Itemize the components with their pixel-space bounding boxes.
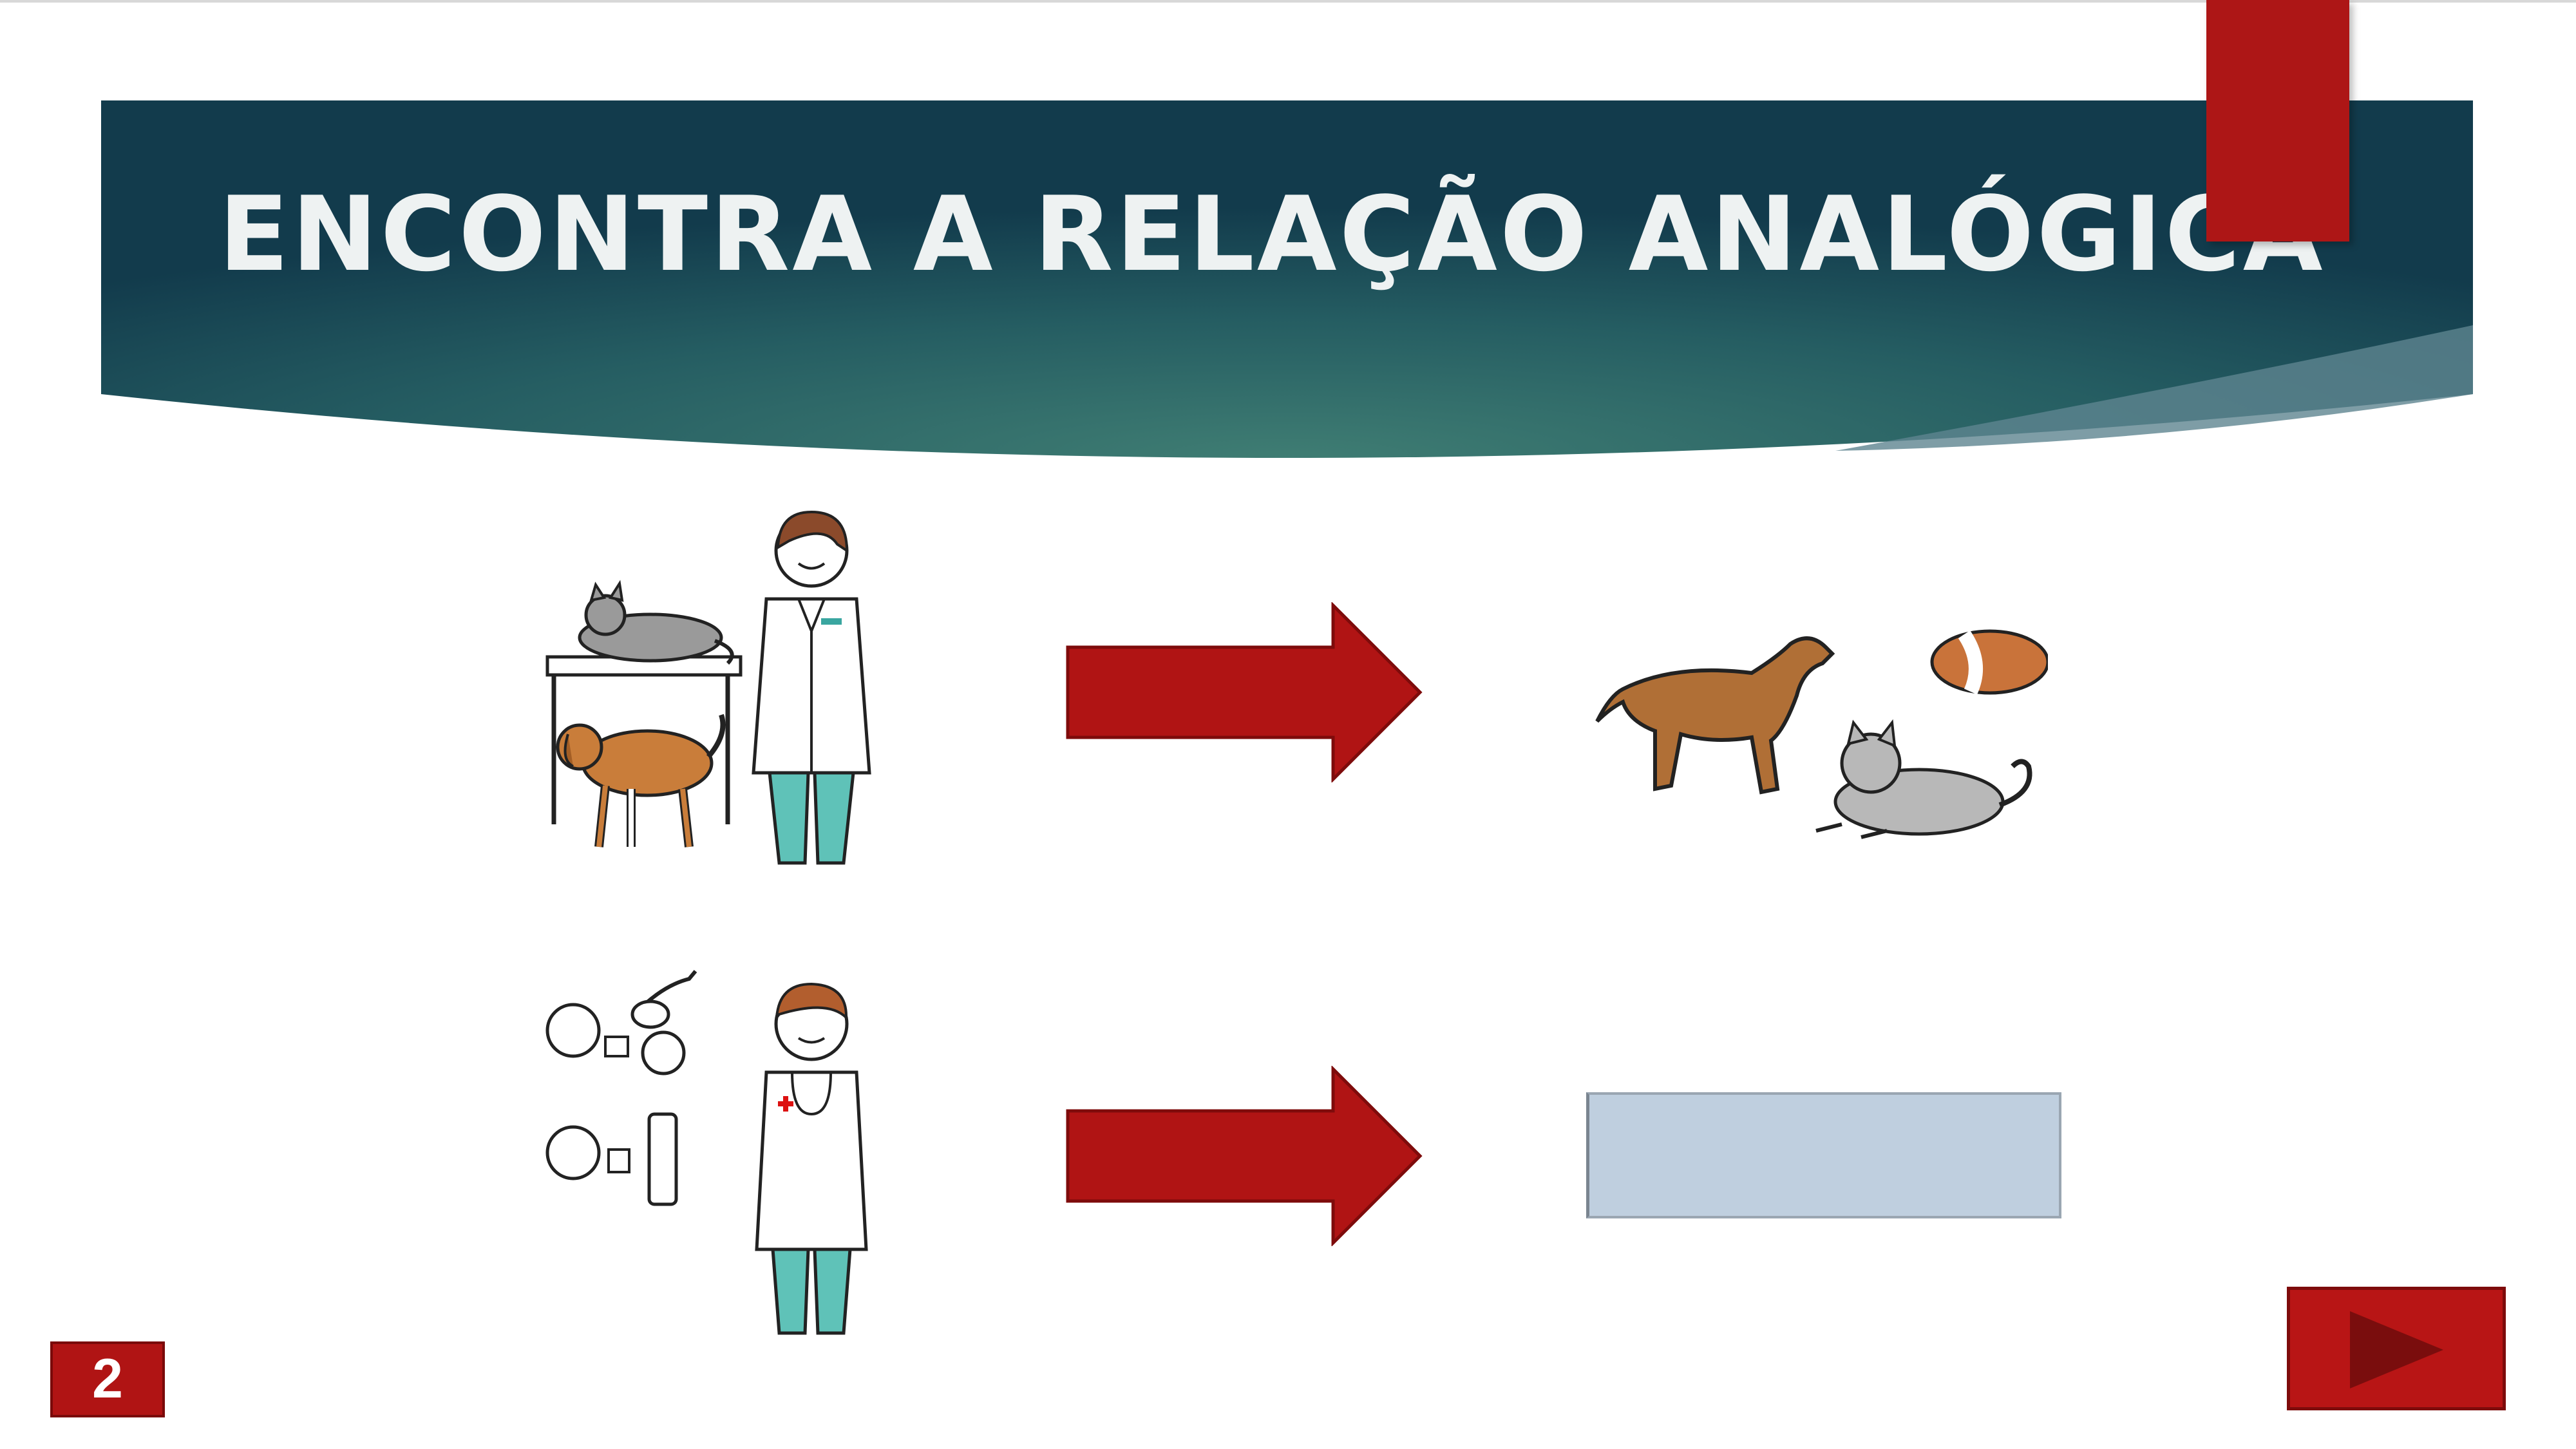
pets-dog-guinea-pig-cat-icon bbox=[1595, 629, 2048, 839]
next-slide-button[interactable] bbox=[2287, 1287, 2506, 1410]
title-banner bbox=[101, 100, 2473, 458]
slide-number: 2 bbox=[50, 1341, 165, 1417]
doctor-icon bbox=[545, 970, 868, 1335]
top-border bbox=[0, 0, 2576, 3]
answer-box[interactable] bbox=[1586, 1092, 2061, 1218]
right-arrow-icon[interactable] bbox=[1066, 1066, 1426, 1246]
right-arrow-icon[interactable] bbox=[1066, 602, 1426, 782]
veterinarian-icon bbox=[545, 510, 871, 865]
play-triangle-icon bbox=[2350, 1311, 2443, 1388]
page-title: ENCONTRA A RELAÇÃO ANALÓGICA bbox=[218, 174, 2325, 294]
bookmark-ribbon bbox=[2206, 0, 2349, 242]
